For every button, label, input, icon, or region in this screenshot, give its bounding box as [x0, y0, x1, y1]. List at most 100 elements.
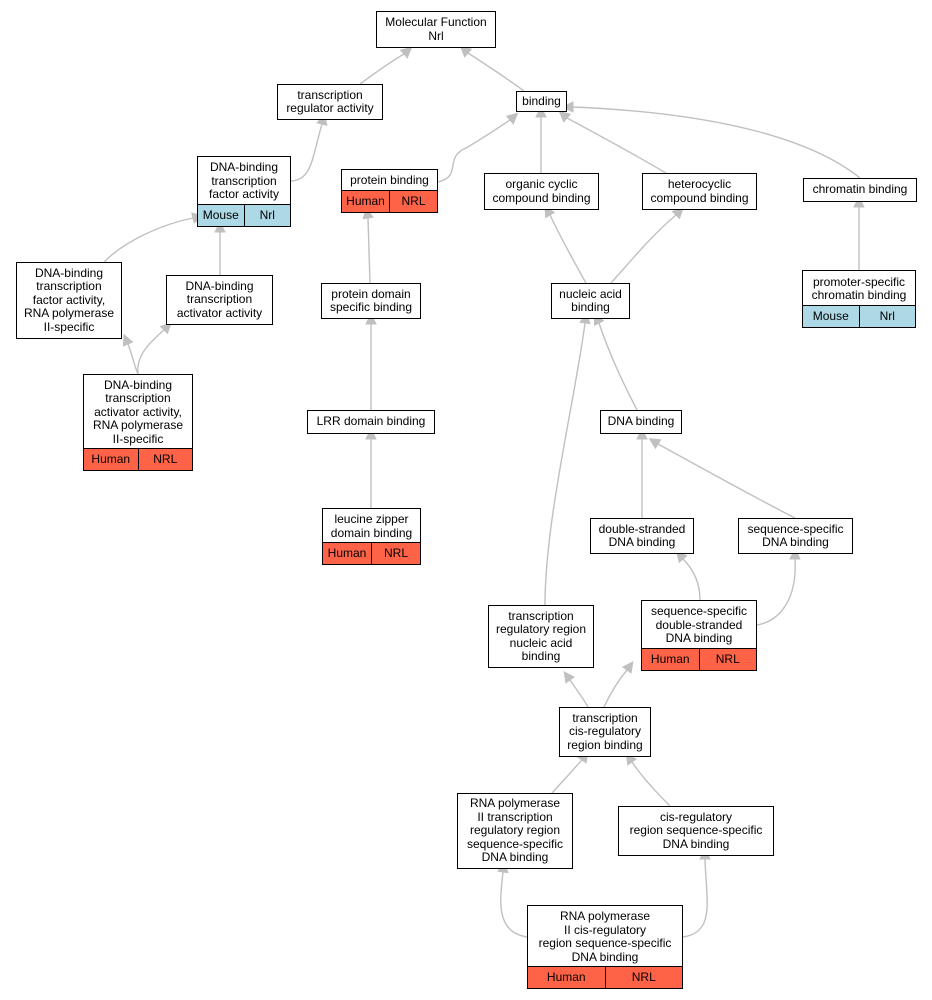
gene-symbol: NRL: [389, 191, 437, 212]
go-term-label: protein binding: [350, 173, 429, 188]
edge-nucleic_acid-to-heterocyclic: [610, 214, 677, 284]
arrowhead-dbtaa_rnap2-to-dbtfa_rnap2: [122, 333, 134, 347]
edge-protein_domain-to-protein_binding: [367, 217, 371, 284]
go-term-label: promoter-specific chromatin binding: [811, 274, 907, 302]
go-term-label: transcription cis-regulatory region bind…: [567, 710, 643, 752]
go-term-rnap2_trr[interactable]: RNA polymerase II transcription regulato…: [457, 793, 573, 869]
go-term-tcis[interactable]: transcription cis-regulatory region bind…: [559, 707, 651, 757]
species-name: Human: [546, 969, 586, 984]
go-term-chromatin[interactable]: chromatin binding: [803, 178, 917, 202]
go-term-binding[interactable]: binding: [516, 91, 567, 112]
gene-symbol: NRL: [371, 543, 420, 564]
go-term-label: transcription regulatory region nucleic …: [495, 608, 587, 663]
go-term-lrr[interactable]: LRR domain binding: [307, 410, 435, 434]
go-term-label: RNA polymerase II cis-regulatory region …: [538, 909, 672, 964]
edge-seq_dna-to-dna_binding: [657, 443, 796, 519]
species-name: Human: [346, 193, 385, 208]
arrowhead-promoter_chromatin-to-chromatin: [853, 195, 865, 208]
arrowhead-protein_binding-to-binding: [505, 112, 519, 125]
edge-trr_na-to-nucleic_acid: [544, 322, 586, 606]
go-term-label: nucleic acid binding: [559, 286, 622, 314]
go-term-label: DNA-binding transcription factor activit…: [208, 160, 280, 202]
arrowhead-dbtaa-to-dbtfa: [214, 220, 226, 233]
gene-symbol: Nrl: [243, 205, 291, 226]
go-term-label: Molecular Function Nrl: [385, 15, 487, 43]
edge-protein_binding-to-binding: [437, 119, 511, 183]
go-term-protein_domain[interactable]: protein domain specific binding: [321, 283, 421, 319]
go-term-label: sequence-specific DNA binding: [747, 521, 844, 549]
go-term-label: organic cyclic compound binding: [492, 177, 591, 205]
arrowhead-lrr-to-protein_domain: [365, 312, 377, 325]
edge-dna_binding-to-nucleic_acid: [598, 322, 638, 411]
go-term-label: leucine zipper domain binding: [330, 512, 413, 540]
arrowhead-tra-to-mf: [399, 46, 413, 59]
gene-symbol: NRL: [137, 449, 193, 470]
edge-tcis-to-seq_ds_dna: [603, 669, 628, 708]
arrowhead-chromatin-to-binding: [561, 101, 574, 113]
species-row: Human NRL: [84, 448, 192, 470]
go-term-label: RNA polymerase II transcription regulato…: [466, 796, 564, 865]
arrowhead-ds_dna-to-dna_binding: [636, 427, 648, 440]
go-term-label: transcription regulator activity: [286, 87, 374, 115]
edge-tcis-to-trr_na: [569, 679, 589, 708]
edge-rnap2_cis-to-cis_seq: [682, 858, 708, 938]
edge-heterocyclic-to-binding: [566, 117, 667, 174]
go-term-nucleic_acid[interactable]: nucleic acid binding: [551, 283, 630, 319]
arrowhead-tcis-to-seq_ds_dna: [621, 660, 634, 674]
edge-nucleic_acid-to-organic_cyclic: [549, 214, 587, 284]
edge-cis_seq-to-tcis: [631, 761, 671, 807]
go-term-dna_binding[interactable]: DNA binding: [600, 410, 682, 434]
go-term-heterocyclic[interactable]: heterocyclic compound binding: [642, 173, 757, 210]
species-name: Mouse: [202, 207, 239, 222]
edge-dbtfa-to-tra: [290, 123, 323, 182]
go-term-label: DNA-binding transcription factor activit…: [23, 265, 115, 334]
gene-symbol: NRL: [604, 967, 683, 988]
go-term-mf[interactable]: Molecular Function Nrl: [376, 11, 496, 48]
go-term-seq_ds_dna[interactable]: sequence-specific double-stranded DNA bi…: [641, 600, 757, 671]
species-name: Human: [91, 451, 131, 466]
species-row: Human NRL: [642, 648, 756, 670]
go-term-rnap2_cis[interactable]: RNA polymerase II cis-regulatory region …: [527, 905, 683, 989]
go-term-label: DNA-binding transcription activator acti…: [92, 377, 184, 446]
edge-binding-to-mf: [467, 52, 525, 92]
edge-tra-to-mf: [359, 53, 405, 85]
go-term-tra[interactable]: transcription regulator activity: [277, 84, 383, 120]
go-term-cis_seq[interactable]: cis-regulatory region sequence-specific …: [618, 806, 774, 856]
go-term-trr_na[interactable]: transcription regulatory region nucleic …: [488, 605, 594, 668]
gene-symbol: NRL: [698, 649, 757, 670]
go-term-organic_cyclic[interactable]: organic cyclic compound binding: [484, 173, 599, 210]
species-row: Human NRL: [528, 966, 682, 988]
species-row: Mouse Nrl: [803, 305, 915, 327]
go-term-label: DNA-binding transcription activator acti…: [176, 278, 263, 320]
species-row: Human NRL: [323, 542, 420, 564]
go-term-label: heterocyclic compound binding: [650, 177, 749, 205]
arrowhead-dbtaa_rnap2-to-dbtaa: [159, 322, 172, 335]
go-term-label: sequence-specific double-stranded DNA bi…: [650, 604, 748, 646]
go-term-dbtaa_rnap2[interactable]: DNA-binding transcription activator acti…: [83, 374, 193, 471]
edge-chromatin-to-binding: [572, 106, 861, 179]
species-name: Mouse: [812, 308, 849, 323]
gene-symbol: Nrl: [858, 306, 916, 327]
go-term-label: protein domain specific binding: [329, 286, 413, 314]
species-row: Mouse Nrl: [198, 204, 290, 226]
go-term-dbtfa_rnap2[interactable]: DNA-binding transcription factor activit…: [16, 262, 122, 339]
arrowhead-seq_ds_dna-to-seq_dna: [789, 547, 801, 560]
edge-seq_ds_dna-to-seq_dna: [756, 558, 796, 626]
species-row: Human NRL: [342, 190, 437, 212]
species-name: Human: [650, 651, 690, 666]
go-term-label: binding: [522, 93, 561, 108]
go-term-dbtaa[interactable]: DNA-binding transcription activator acti…: [166, 275, 273, 325]
go-term-seq_dna[interactable]: sequence-specific DNA binding: [738, 518, 853, 554]
edge-rnap2_cis-to-rnap2_trr: [500, 871, 528, 938]
arrowhead-leucine_zipper-to-lrr: [365, 427, 377, 440]
go-term-label: cis-regulatory region sequence-specific …: [629, 809, 763, 851]
species-name: Human: [327, 545, 367, 560]
arrowhead-seq_dna-to-dna_binding: [648, 438, 662, 450]
go-term-dbtfa[interactable]: DNA-binding transcription factor activit…: [197, 156, 291, 227]
edge-dbtaa_rnap2-to-dbtfa_rnap2: [127, 343, 139, 375]
go-term-ds_dna[interactable]: double-stranded DNA binding: [590, 518, 694, 554]
